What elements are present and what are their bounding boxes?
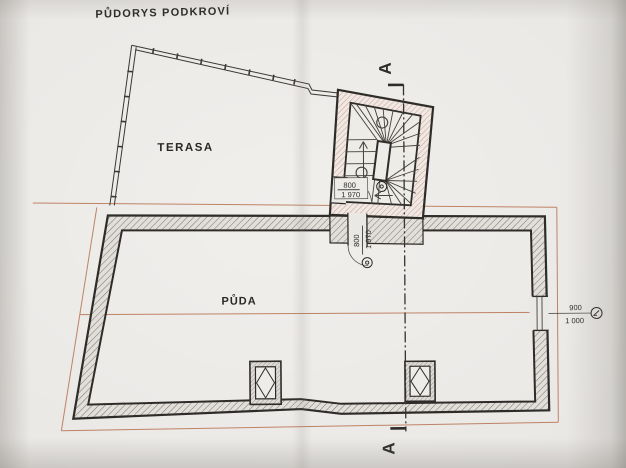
paper-shadow-left [0,0,30,468]
paper-shadow-top [0,0,626,20]
door-mark-circle [361,257,373,269]
roof-eave-left-line [60,207,98,431]
stair-door-height: 1 970 [341,190,360,199]
paper-shadow-right [566,0,626,468]
right-wall-window [529,295,550,332]
room-label-terasa: TERASA [157,142,213,154]
chimney-1 [249,360,282,406]
stair-base-wall [329,215,424,245]
door-label-box [334,177,369,200]
stair-post-circle [376,116,389,129]
stair-wall-band [329,89,434,219]
section-label-top: A [376,62,395,74]
paper-fold-crease [292,0,312,468]
chimney-flue-diamond [410,366,430,397]
roof-ridge-line [79,311,549,316]
paper-shadow-bottom [0,438,626,468]
chimney-2 [404,360,436,403]
stair-door: 800 1 970 [331,176,388,205]
door-mark-circle [376,181,388,193]
stair-door-width: 800 [343,181,356,190]
door-swing-arc [347,245,369,267]
attic-door: 800 1 970 [347,212,373,269]
attic-wall-outer-outline [71,214,551,420]
attic-door-height: 1 970 [364,230,373,249]
attic-door-width: 800 [352,234,361,247]
stair-newel [372,139,392,183]
chimney-flue-diamond [255,366,276,399]
room-label-puda: PŮDA [221,293,256,307]
attic-wall-inner-outline [86,229,537,406]
stair-treads [343,103,421,206]
roof-eave-right-line [556,207,559,423]
stair-direction-arrow-left [374,191,393,200]
